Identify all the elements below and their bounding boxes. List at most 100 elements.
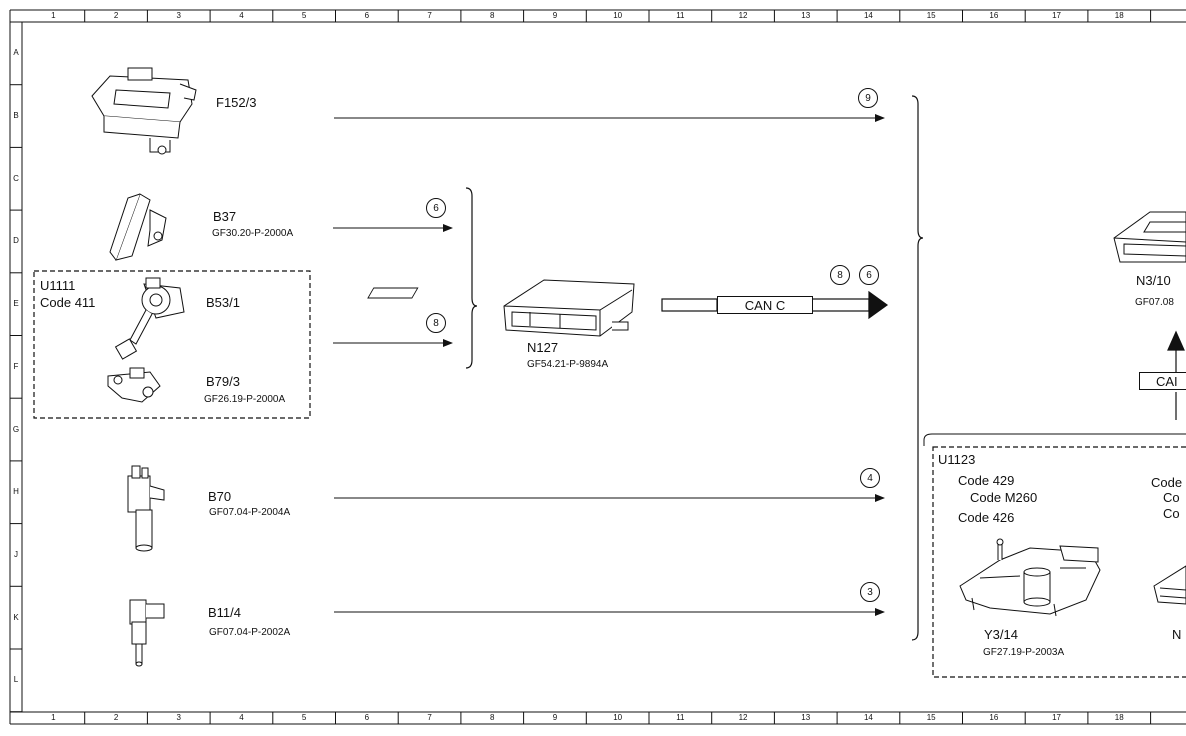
column-label: 8 — [490, 11, 495, 20]
column-label: 12 — [738, 11, 748, 20]
pedal-sensor-b37 — [109, 193, 167, 261]
column-label: 7 — [427, 713, 432, 722]
label-u1123: U1123 — [938, 452, 976, 467]
column-label: 17 — [1052, 713, 1061, 722]
column-label: 16 — [989, 713, 999, 722]
column-label: 6 — [364, 11, 370, 20]
label-code-m260: Code M260 — [970, 490, 1038, 505]
label-n3-10: N3/10 — [1136, 273, 1171, 288]
group-box-u1123-outer — [923, 433, 1186, 446]
label-b53: B53/1 — [206, 295, 240, 310]
column-label: 15 — [926, 713, 936, 722]
label-b11: B11/4 — [208, 605, 242, 620]
ref-b11: GF07.04-P-2002A — [209, 627, 291, 638]
label-b79: B79/3 — [206, 374, 240, 389]
brace-left — [465, 187, 478, 369]
sensor-b79 — [107, 367, 161, 403]
row-label: B — [13, 111, 19, 121]
row-label: E — [13, 299, 19, 309]
column-label: 13 — [801, 11, 811, 20]
column-label: 9 — [552, 713, 558, 722]
column-label: 11 — [676, 11, 685, 20]
ref-b37: GF30.20-P-2000A — [212, 228, 294, 239]
row-ticks — [10, 84, 22, 713]
label-u1111: U1111 — [40, 278, 76, 293]
label-code-411: Code 411 — [40, 295, 96, 310]
column-label: 9 — [552, 11, 558, 20]
column-label: 4 — [239, 713, 244, 722]
column-label: 7 — [427, 11, 432, 20]
ref-n3-10: GF07.08 — [1135, 297, 1174, 308]
fuse-relay-module-f152 — [91, 67, 197, 155]
column-label: 1 — [51, 713, 56, 722]
ref-b70: GF07.04-P-2004A — [209, 507, 291, 518]
column-label: 16 — [989, 11, 999, 20]
signal-lines — [333, 114, 885, 616]
column-label: 18 — [1114, 713, 1124, 722]
ref-y3-14: GF27.19-P-2003A — [983, 647, 1065, 658]
label-code-partial-3: Co — [1163, 506, 1180, 521]
column-label: 4 — [239, 11, 244, 20]
row-label: L — [13, 675, 19, 685]
can-c-bus-arrow — [661, 290, 889, 320]
column-label: 8 — [490, 713, 495, 722]
column-label: 2 — [113, 11, 119, 20]
column-label: 2 — [113, 713, 119, 722]
sensor-b53 — [114, 277, 185, 360]
column-label: 12 — [738, 713, 748, 722]
signal-number-9: 9 — [858, 88, 878, 108]
column-label: 6 — [364, 713, 370, 722]
brace-right — [911, 95, 924, 641]
row-label: F — [13, 361, 19, 371]
signal-number-6-can: 6 — [859, 265, 879, 285]
can-bus-vertical — [1167, 330, 1185, 420]
row-label: A — [13, 48, 19, 58]
signal-number-8-can: 8 — [830, 265, 850, 285]
label-b70: B70 — [208, 489, 232, 504]
sensor-b11 — [129, 599, 165, 667]
row-label: G — [12, 424, 20, 434]
column-label: 11 — [676, 713, 685, 722]
sensor-b70 — [127, 465, 165, 552]
control-unit-n3-10 — [1113, 211, 1186, 263]
column-ticks — [84, 10, 1152, 724]
group-box-u1123 — [932, 446, 1186, 678]
label-code-partial-2: Co — [1163, 490, 1180, 505]
drawing-frame — [9, 9, 1186, 725]
column-label: 3 — [176, 713, 181, 722]
row-label: C — [13, 173, 19, 183]
column-label: 14 — [863, 11, 873, 20]
row-label: K — [13, 612, 19, 622]
column-label: 1 — [51, 11, 56, 20]
column-label: 5 — [301, 713, 307, 722]
label-b37: B37 — [213, 209, 237, 224]
signal-number-4: 4 — [860, 468, 880, 488]
column-label: 18 — [1114, 11, 1124, 20]
group-box-u1111 — [33, 270, 311, 419]
control-unit-n127 — [367, 279, 635, 337]
column-label: 10 — [613, 11, 623, 20]
control-unit-partial — [1153, 565, 1186, 605]
valve-body-y3-14 — [959, 538, 1101, 617]
column-label: 17 — [1052, 11, 1061, 20]
can-vertical-label: CAI — [1139, 372, 1186, 390]
label-n127: N127 — [527, 340, 559, 355]
ref-n127: GF54.21-P-9894A — [527, 359, 609, 370]
label-partial-n: N — [1172, 627, 1182, 642]
can-c-label: CAN C — [717, 296, 813, 314]
label-code-partial-1: Code — [1151, 475, 1183, 490]
row-label: J — [14, 549, 18, 559]
column-label: 3 — [176, 11, 181, 20]
signal-number-6: 6 — [426, 198, 446, 218]
label-y3-14: Y3/14 — [984, 627, 1018, 642]
label-code-426: Code 426 — [958, 510, 1015, 525]
signal-number-8: 8 — [426, 313, 446, 333]
row-label: H — [13, 487, 19, 497]
ref-b79: GF26.19-P-2000A — [204, 394, 286, 405]
column-label: 13 — [801, 713, 811, 722]
column-label: 5 — [301, 11, 307, 20]
column-label: 15 — [926, 11, 936, 20]
row-label: D — [13, 236, 19, 246]
column-label: 14 — [863, 713, 873, 722]
